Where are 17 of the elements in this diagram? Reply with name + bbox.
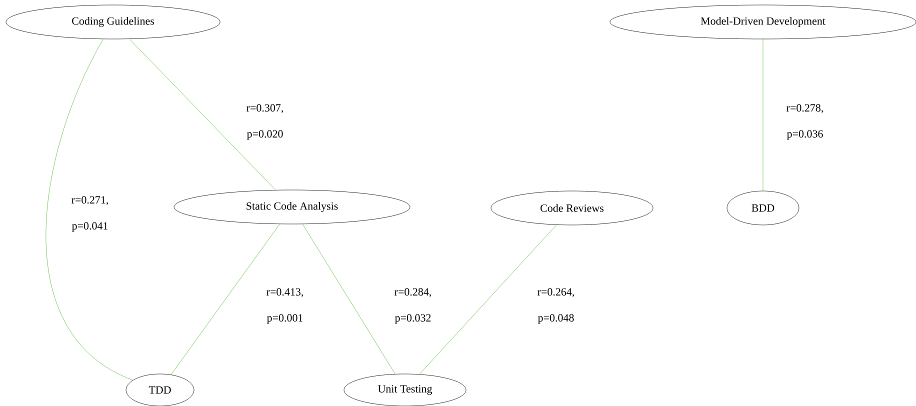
connector-line [762,38,764,191]
edge-label: r=0.307, p=0.020 [238,103,292,141]
ellipse-node: Model-Driven Development [610,4,916,40]
connector-line [302,224,396,374]
edge-label: r=0.278, p=0.036 [778,103,832,141]
ellipse-node: Static Code Analysis [174,190,410,224]
ellipse-node: Coding Guidelines [6,4,220,40]
connector-line [419,224,557,374]
connector-line [129,38,276,190]
ellipse-node: Code Reviews [490,190,654,226]
edge-label: r=0.284, p=0.032 [386,287,440,325]
edge-label: r=0.413, p=0.001 [258,287,312,325]
ellipse-node: BDD [726,190,800,226]
edge-label: r=0.271, p=0.041 [63,195,117,233]
edge-label: r=0.264, p=0.048 [529,287,583,325]
connector-line [170,224,280,375]
connector-line [46,38,134,380]
